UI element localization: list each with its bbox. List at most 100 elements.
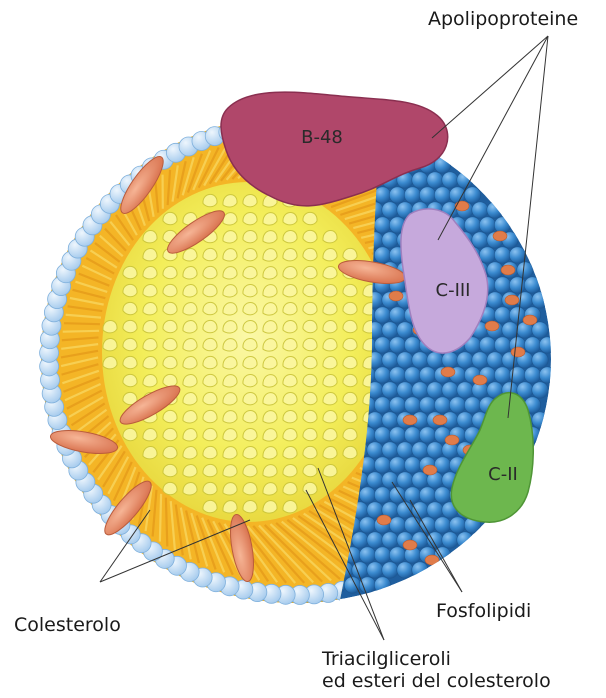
phospholipid-sphere [427, 382, 443, 398]
triacylglycerol-molecule [123, 374, 137, 386]
phospholipid-sphere [532, 412, 548, 428]
triacylglycerol-molecule [203, 338, 217, 350]
triacylglycerol-molecule [203, 374, 217, 386]
phospholipid-sphere [374, 547, 390, 563]
triacylglycerol-molecule [283, 446, 297, 458]
phospholipid-sphere [374, 187, 390, 203]
triacylglycerol-molecule [283, 302, 297, 314]
phospholipid-sphere [419, 427, 435, 443]
phospholipid-sphere [389, 517, 405, 533]
phospholipid-tail [63, 331, 99, 332]
triacylglycerol-molecule [343, 284, 357, 296]
cholesterol-fragment [505, 295, 519, 305]
triacylglycerol-molecule [283, 410, 297, 422]
phospholipid-sphere [419, 187, 435, 203]
cholesterol-fragment [485, 321, 499, 331]
phospholipid-sphere [374, 247, 390, 263]
cholesterol-fragment [501, 265, 515, 275]
triacylglycerol-molecule [123, 338, 137, 350]
triacylglycerol-molecule [243, 392, 257, 404]
triacylglycerol-molecule [163, 284, 177, 296]
phospholipid-sphere [404, 427, 420, 443]
triacylglycerol-molecule [203, 248, 217, 260]
triacylglycerol-molecule [123, 266, 137, 278]
cholesterol-fragment [455, 201, 469, 211]
phospholipid-sphere [539, 367, 555, 383]
triacylglycerol-molecule [143, 303, 157, 315]
phospholipid-sphere [404, 187, 420, 203]
triacylglycerol-molecule [303, 356, 317, 368]
phospholipid-sphere [419, 487, 435, 503]
phospholipid-sphere [442, 532, 458, 548]
phospholipid-sphere [367, 472, 383, 488]
phospholipid-sphere [359, 517, 375, 533]
triacylglycerol-molecule [203, 194, 217, 206]
triacylglycerol-molecule [203, 284, 217, 296]
triacylglycerol-molecule [303, 284, 317, 296]
cholesterol-fragment [511, 347, 525, 357]
triacylglycerol-molecule [183, 483, 197, 495]
label-triacilgliceroli: Triacilgliceroli ed esteri del colestero… [322, 648, 551, 692]
triacylglycerol-molecule [343, 320, 357, 332]
triacylglycerol-molecule [283, 266, 297, 278]
phospholipid-sphere [494, 337, 510, 353]
triacylglycerol-molecule [323, 357, 337, 369]
phospholipid-sphere [367, 562, 383, 578]
triacylglycerol-molecule [143, 267, 157, 279]
phospholipid-sphere [419, 367, 435, 383]
phospholipid-sphere [434, 517, 450, 533]
label-triacilgliceroli-line1: Triacilgliceroli [322, 648, 551, 670]
triacylglycerol-molecule [183, 375, 197, 387]
triacylglycerol-molecule [123, 284, 137, 296]
cholesterol-fragment [403, 540, 417, 550]
triacylglycerol-molecule [303, 230, 317, 242]
triacylglycerol-molecule [183, 447, 197, 459]
triacylglycerol-molecule [323, 321, 337, 333]
phospholipid-sphere [382, 352, 398, 368]
phospholipid-sphere [397, 322, 413, 338]
phospholipid-sphere [509, 247, 525, 263]
triacylglycerol-molecule [203, 500, 217, 512]
triacylglycerol-molecule [183, 339, 197, 351]
triacylglycerol-molecule [203, 356, 217, 368]
phospholipid-sphere [412, 442, 428, 458]
phospholipid-sphere [397, 472, 413, 488]
phospholipid-sphere [449, 397, 465, 413]
triacylglycerol-molecule [283, 356, 297, 368]
triacylglycerol-molecule [203, 320, 217, 332]
triacylglycerol-molecule [143, 447, 157, 459]
triacylglycerol-molecule [283, 500, 297, 512]
triacylglycerol-molecule [343, 392, 357, 404]
phospholipid-sphere [457, 412, 473, 428]
phospholipid-sphere [389, 337, 405, 353]
triacylglycerol-molecule [243, 266, 257, 278]
phospholipid-tail [166, 498, 167, 547]
phospholipid-sphere [479, 217, 495, 233]
cholesterol-fragment [377, 515, 391, 525]
phospholipid-tail [160, 494, 161, 542]
triacylglycerol-molecule [243, 320, 257, 332]
triacylglycerol-molecule [283, 392, 297, 404]
phospholipid-sphere [389, 307, 405, 323]
triacylglycerol-molecule [123, 428, 137, 440]
triacylglycerol-molecule [163, 266, 177, 278]
phospholipid-sphere [389, 487, 405, 503]
phospholipid-sphere [479, 337, 495, 353]
triacylglycerol-molecule [243, 302, 257, 314]
phospholipid-sphere [532, 292, 548, 308]
triacylglycerol-molecule [323, 465, 337, 477]
triacylglycerol-molecule [283, 248, 297, 260]
phospholipid-sphere [374, 457, 390, 473]
label-c3: C-III [436, 280, 471, 301]
label-fosfolipidi: Fosfolipidi [436, 600, 531, 622]
phospholipid-sphere [374, 487, 390, 503]
triacylglycerol-molecule [243, 374, 257, 386]
phospholipid-sphere [359, 487, 375, 503]
phospholipid-sphere [517, 262, 533, 278]
triacylglycerol-molecule [163, 464, 177, 476]
triacylglycerol-molecule [303, 248, 317, 260]
phospholipid-tail [64, 323, 100, 324]
phospholipid-sphere [397, 442, 413, 458]
triacylglycerol-molecule [183, 429, 197, 441]
